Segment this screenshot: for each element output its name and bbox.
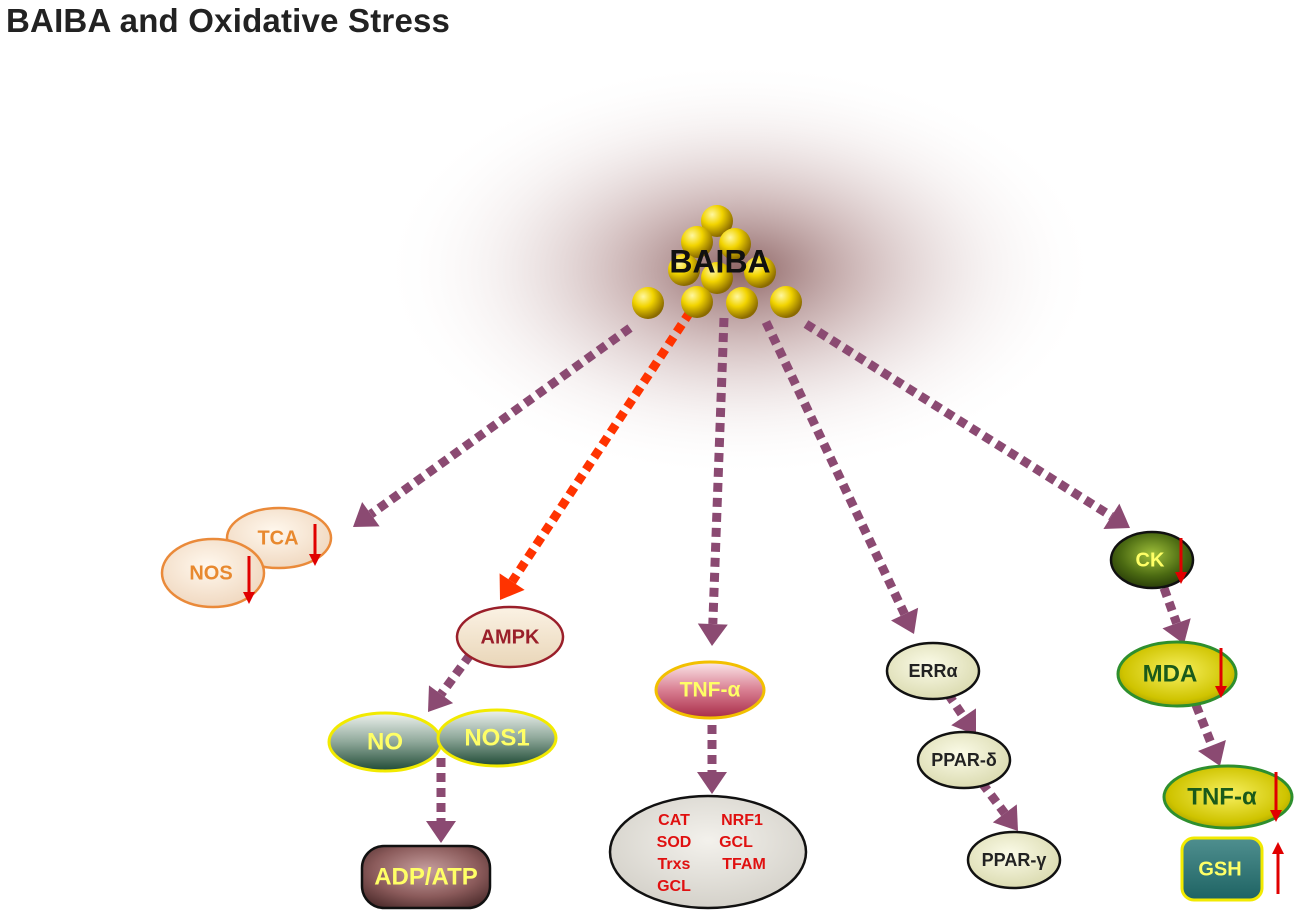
tca-down-arrow-icon [309, 524, 321, 566]
svg-text:NO: NO [367, 728, 403, 755]
svg-text:GCL: GCL [657, 878, 691, 895]
nos-node: NOS [160, 537, 266, 609]
no-node: NO [327, 711, 443, 773]
mda-node: MDA [1116, 640, 1238, 708]
baiba-sphere [668, 254, 700, 286]
svg-text:CAT: CAT [658, 812, 690, 829]
ppar-gamma-node: PPAR-γ [966, 830, 1062, 890]
svg-text:PPAR-δ: PPAR-δ [931, 750, 997, 770]
svg-text:PPAR-γ: PPAR-γ [982, 850, 1047, 870]
svg-text:ADP/ATP: ADP/ATP [374, 863, 478, 890]
svg-text:TFAM: TFAM [722, 856, 766, 873]
arrow-mda-to-tnf [1191, 703, 1226, 766]
svg-text:MDA: MDA [1143, 660, 1198, 687]
nos1-node: NOS1 [436, 708, 558, 768]
baiba-sphere [719, 228, 751, 260]
baiba-glow [380, 60, 1100, 480]
arrow-baiba-to-ck [803, 320, 1130, 529]
arrow-baiba-to-err [761, 320, 919, 634]
svg-text:TCA: TCA [257, 527, 298, 549]
ck-node: CK [1109, 530, 1195, 590]
svg-text:CK: CK [1136, 549, 1165, 571]
svg-text:Trxs: Trxs [658, 856, 691, 873]
svg-text:NRF1: NRF1 [721, 812, 763, 829]
err-alpha-node: ERRα [885, 641, 981, 701]
antioxidant-enzymes-node: CAT SOD Trxs GCL NRF1 GCL TFAM [608, 794, 808, 910]
arrow-nos1-to-adp-atp [426, 758, 456, 843]
arrow-ck-to-mda [1159, 586, 1191, 644]
arrows-layer [353, 309, 1226, 843]
ppar-delta-node: PPAR-δ [916, 730, 1012, 790]
gsh-node: GSH [1180, 836, 1264, 902]
adp-atp-node: ADP/ATP [360, 844, 492, 910]
baiba-sphere [726, 287, 758, 319]
arrow-ppar-delta-to-ppar-gamma [978, 780, 1018, 831]
ck-down-arrow-icon [1175, 538, 1187, 584]
nos-down-arrow-icon [243, 556, 255, 604]
svg-text:ERRα: ERRα [908, 661, 957, 681]
page-title: BAIBA and Oxidative Stress [6, 2, 451, 39]
ampk-node: AMPK [455, 605, 565, 669]
svg-text:GSH: GSH [1198, 858, 1241, 880]
arrow-baiba-to-tnf [697, 317, 729, 646]
tnf-alpha-node: TNF-α [654, 660, 766, 720]
baiba-sphere [701, 205, 733, 237]
baiba-sphere [681, 286, 713, 318]
baiba-sphere [701, 262, 733, 294]
baiba-sphere [632, 287, 664, 319]
baiba-spheres [632, 205, 802, 319]
svg-text:TNF-α: TNF-α [680, 679, 741, 702]
svg-text:NOS: NOS [189, 562, 232, 584]
tnf-ck-down-arrow-icon [1270, 772, 1282, 822]
arrow-ampk-to-no [428, 652, 474, 712]
svg-text:GCL: GCL [719, 834, 753, 851]
mda-down-arrow-icon [1215, 648, 1227, 698]
baiba-sphere [744, 256, 776, 288]
svg-text:TNF-α: TNF-α [1187, 783, 1257, 810]
change-indicators [243, 524, 1284, 894]
baiba-sphere [770, 286, 802, 318]
tnf-alpha-ck-node: TNF-α [1162, 764, 1294, 830]
svg-text:AMPK: AMPK [481, 626, 540, 648]
baiba-label: BAIBA [669, 243, 770, 279]
gsh-up-arrow-icon [1272, 842, 1284, 894]
baiba-sphere [681, 226, 713, 258]
arrow-err-to-ppar-delta [944, 691, 976, 735]
arrow-tnf-to-enzymes [697, 710, 727, 794]
arrow-baiba-to-ampk [499, 309, 694, 600]
svg-text:NOS1: NOS1 [464, 724, 529, 751]
arrow-baiba-to-tca [353, 324, 633, 527]
svg-text:SOD: SOD [657, 834, 692, 851]
